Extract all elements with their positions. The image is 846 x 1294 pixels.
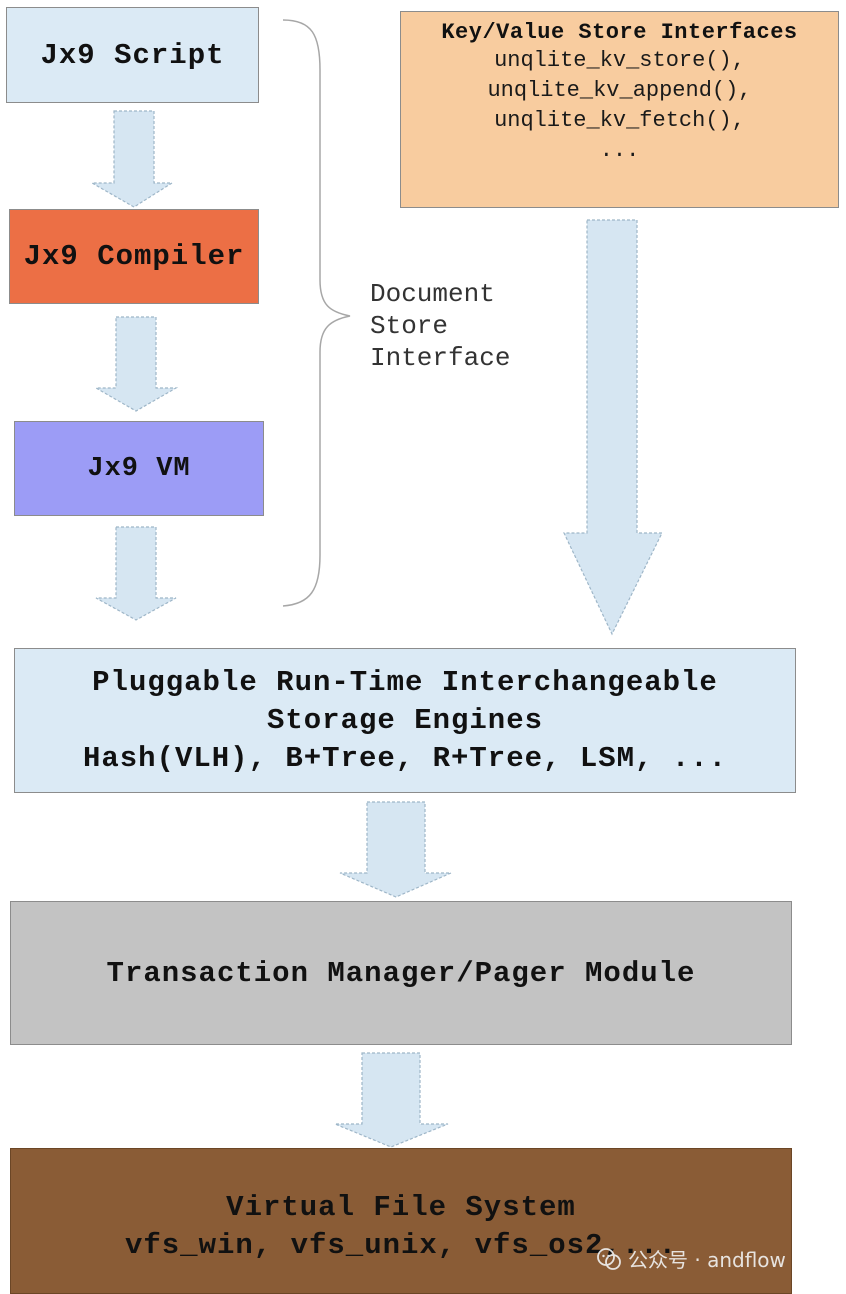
vfs-line: Virtual File System [226,1191,576,1224]
storage-engines-line: Storage Engines [266,703,544,737]
transaction-manager-box: Transaction Manager/Pager Module [10,901,792,1045]
arrow-script-to-compiler [89,110,175,208]
watermark: 公众号 · andflow [596,1244,786,1273]
document-store-interface-label: Document Store Interface [370,278,510,374]
document-store-label-line: Interface [370,343,511,373]
document-store-label-line: Store [370,311,449,341]
kv-store-interfaces-box: Key/Value Store Interfaces unqlite_kv_st… [400,11,839,208]
jx9-script-label: Jx9 Script [40,38,225,72]
jx9-compiler-box: Jx9 Compiler [9,209,259,304]
transaction-manager-label: Transaction Manager/Pager Module [106,956,696,990]
watermark-text: 公众号 · andflow [628,1248,786,1272]
virtual-file-system-box: Virtual File System vfs_win, vfs_unix, v… [10,1148,792,1294]
kv-store-interfaces-title: Key/Value Store Interfaces [441,20,798,45]
storage-engines-line: Pluggable Run-Time Interchangeable [92,665,718,699]
storage-engines-line: Hash(VLH), B+Tree, R+Tree, LSM, ... [82,741,728,775]
kv-interface-item: ... [599,138,640,163]
vfs-line: vfs_win, vfs_unix, vfs_os2,... [124,1229,678,1262]
document-store-brace [282,19,351,607]
arrow-vm-to-storage [95,526,177,621]
arrow-kv-to-storage [563,219,663,636]
kv-interface-item: unqlite_kv_store(), [494,48,745,73]
jx9-vm-label: Jx9 VM [87,453,191,484]
jx9-vm-box: Jx9 VM [14,421,264,516]
kv-interface-item: unqlite_kv_append(), [487,78,752,103]
storage-engines-box: Pluggable Run-Time Interchangeable Stora… [14,648,796,793]
document-store-label-line: Document [370,279,495,309]
jx9-script-box: Jx9 Script [6,7,259,103]
wechat-icon [597,1247,621,1270]
arrow-transaction-to-vfs [334,1052,449,1148]
kv-interface-item: unqlite_kv_fetch(), [494,108,745,133]
arrow-storage-to-transaction [339,801,452,898]
arrow-compiler-to-vm [93,316,179,412]
jx9-compiler-label: Jx9 Compiler [23,240,245,273]
